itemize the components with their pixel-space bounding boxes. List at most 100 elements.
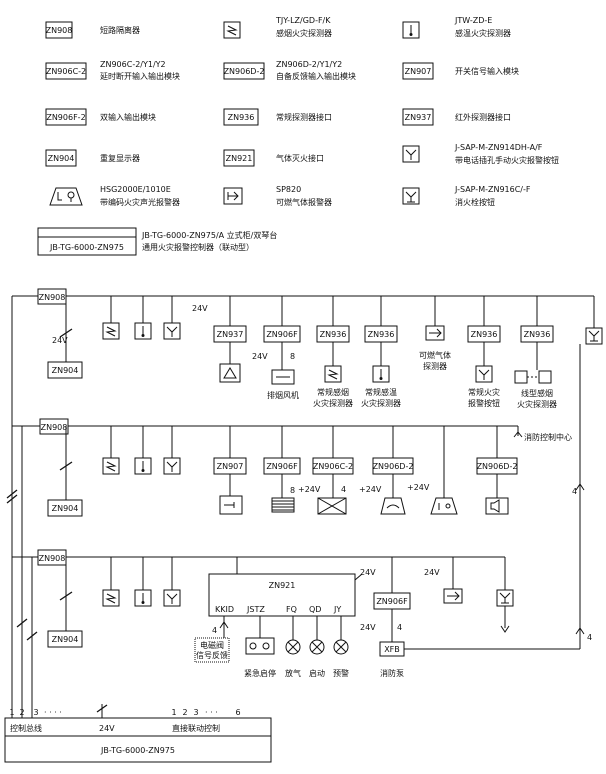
row1-repeater-box <box>47 361 83 379</box>
row3-smoke-detector-icon <box>102 589 120 607</box>
row3-start-lamp-icon <box>309 639 325 655</box>
row1-det1-label: 常规感烟 <box>317 387 349 397</box>
bottom-m3: 3 <box>193 708 198 717</box>
trunk-and-controller: 1 2 3 · · · · 1 2 3 · · · 6 控制总线 24V 直接联… <box>4 296 272 763</box>
row3-emerg-label: 紧急启停 <box>244 668 276 678</box>
row1-zn936d-label: ZN936 <box>524 330 551 339</box>
legend-sap916-desc2: 消火栓按钮 <box>455 197 495 207</box>
row3-zn906f-label: ZN906F <box>376 597 408 606</box>
legend-zn936-code: ZN936 <box>228 113 255 122</box>
legend-sap916-desc: J-SAP-M-ZN916C/-F <box>454 185 531 194</box>
legend-zn904-desc: 重复显示器 <box>100 153 140 163</box>
loop-row-3: ZN908 ZN904 ZN921 24V KKID JSTZ FQ QD JY… <box>12 549 592 678</box>
legend-zn904-box <box>45 149 77 167</box>
row1-zn936b-label: ZN936 <box>368 330 395 339</box>
legend-controller-desc: JB-TG-6000-ZN975/A 立式柜/双琴台 <box>141 230 277 240</box>
row1-gasb-label: 探测器 <box>423 361 447 371</box>
legend-manual-button-icon <box>402 145 420 163</box>
bottom-m6: 6 <box>235 708 240 717</box>
legend-controller-desc2: 通用火灾报警控制器（联动型） <box>142 242 254 252</box>
row3-fq: FQ <box>286 605 297 614</box>
legend-controller-code: JB-TG-6000-ZN975 <box>49 243 124 252</box>
row2-zn906c2-label: ZN906C-2 <box>313 462 353 471</box>
legend-zn936-box <box>223 108 259 126</box>
legend-zn906d2-code: ZN906D-2 <box>224 67 265 76</box>
row1-det2b-label: 火灾探测器 <box>361 398 401 408</box>
bottom-direct-label: 直接联动控制 <box>172 723 220 733</box>
legend-zn907-desc: 开关信号输入模块 <box>455 66 519 76</box>
row1-conv-button-icon <box>475 365 493 383</box>
row3-valve-panel <box>194 637 230 663</box>
row1-det2-label: 常规感温 <box>365 387 397 397</box>
row1-fan-label: 排烟风机 <box>267 390 299 400</box>
row2-zn906f-8: 8 <box>290 486 295 495</box>
row3-release-label: 放气 <box>285 668 301 678</box>
row2-zn906c2-4: 4 <box>341 485 346 494</box>
bottom-m1: 1 <box>171 708 176 717</box>
legend-zn908-desc: 短路隔离器 <box>100 25 140 35</box>
row2-strobe-24v: +24V <box>407 483 430 492</box>
bottom-dots: · · · · <box>44 708 62 717</box>
row3-qd: QD <box>309 605 321 614</box>
row3-panel-a: 电磁阀 <box>200 640 224 650</box>
legend-hsg-desc2: 带编码火灾声光报警器 <box>100 197 180 207</box>
legend-lz-code: TJY-LZ/GD-F/K <box>275 16 331 25</box>
row1-zn906f-label: ZN906F <box>266 330 298 339</box>
row3-kkid-4: 4 <box>212 626 217 635</box>
row2-isolator-label: ZN908 <box>41 423 68 432</box>
loop-row-1: ZN908 24V ZN904 24V ZN937 ZN906F 24V 8 排… <box>12 288 603 409</box>
row1-zn937-label: ZN937 <box>217 330 244 339</box>
row2-zn906d2b-label: ZN906D-2 <box>477 462 518 471</box>
legend-zn906d2-box <box>223 62 265 80</box>
row1-det1b-label: 火灾探测器 <box>313 398 353 408</box>
row1-repeater-label: ZN904 <box>52 366 79 375</box>
legend-zn908-box <box>45 21 73 39</box>
row1-conv-smoke-icon <box>324 365 342 383</box>
row2-zn906d2a-24v: +24V <box>359 485 382 494</box>
row3-pump-label: 消防泵 <box>380 668 404 678</box>
row3-alarm-label: 预警 <box>333 668 349 678</box>
row2-zn906c2-24v: +24V <box>298 485 321 494</box>
legend-sp820-desc: SP820 <box>276 185 301 194</box>
loop-row-2: ZN908 消防控制中心 ZN904 ZN907 ZN906F 8 ZN906C… <box>12 344 585 640</box>
bottom-n3: 3 <box>33 708 38 717</box>
row3-manual-button-icon <box>163 589 181 607</box>
row1-conv-heat-icon <box>372 365 390 383</box>
row2-center-label: 消防控制中心 <box>524 432 572 442</box>
legend-zn904-code: ZN904 <box>48 154 75 163</box>
row3-heat-detector-icon <box>134 589 152 607</box>
row1-manual-button-icon <box>163 322 181 340</box>
legend-zn937-box <box>402 108 434 126</box>
legend-zn906f2-desc: 双输入输出模块 <box>100 112 156 122</box>
bottom-n2: 2 <box>19 708 24 717</box>
legend-gas-alarm-icon <box>223 187 243 205</box>
row2-heat-detector-icon <box>134 457 152 475</box>
legend-lz-desc: 感烟火灾探测器 <box>276 28 332 38</box>
row2-phone-icon <box>380 497 406 515</box>
bottom-mdots: · · · <box>205 708 218 717</box>
row1-24v-label: 24V <box>52 336 68 345</box>
legend-zn906c2-box <box>45 62 87 80</box>
legend-sap914-desc: J-SAP-M-ZN914DH-A/F <box>454 143 543 152</box>
row3-isolator-label: ZN908 <box>39 554 66 563</box>
row1-heat-detector-icon <box>134 322 152 340</box>
row3-hydrant-24v: 24V <box>424 568 440 577</box>
legend-zn936-desc: 常规探测器接口 <box>276 112 332 122</box>
row3-jy: JY <box>333 605 341 614</box>
row3-jstz: JSTZ <box>246 605 265 614</box>
row1-gas-label: 可燃气体 <box>419 350 451 360</box>
legend-zn906c2-desc: ZN906C-2/Y1/Y2 <box>100 60 166 69</box>
row3-zn906f-24v: 24V <box>360 623 376 632</box>
row2-manual-button-icon <box>163 457 181 475</box>
row1-zn936c-label: ZN936 <box>471 330 498 339</box>
row2-zn907-label: ZN907 <box>217 462 244 471</box>
row1-btn-label: 常规火灾 <box>468 387 500 397</box>
bottom-24v-label: 24V <box>99 724 115 733</box>
row1-zn906f-24v: 24V <box>252 352 268 361</box>
bottom-bus-label: 控制总线 <box>10 723 42 733</box>
row2-zn906d2a-label: ZN906D-2 <box>373 462 414 471</box>
row3-start-label: 启动 <box>309 668 325 678</box>
legend-sp820-desc2: 可燃气体报警器 <box>276 197 332 207</box>
row3-zn921-24v: 24V <box>360 568 376 577</box>
